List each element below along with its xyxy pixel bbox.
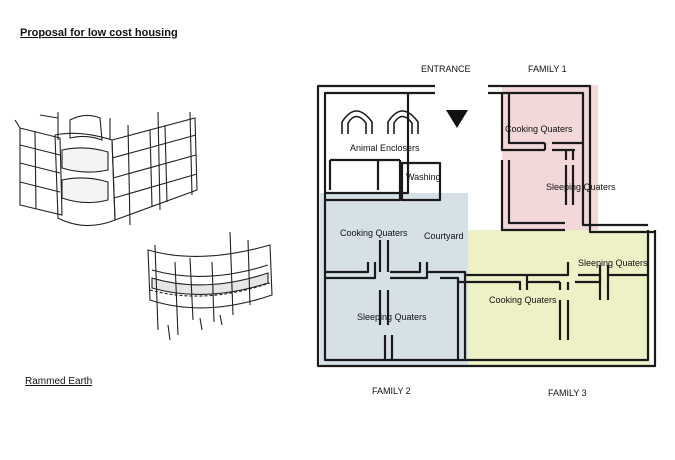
room-family-2-cooking: Cooking Quaters [340,228,408,238]
room-washing: Washing [406,172,441,182]
rammed-earth-sketch-corner [14,111,198,227]
entrance-arrow-icon [446,110,468,128]
room-animal-enclosers: Animal Enclosers [350,143,420,153]
room-family-3-sleeping: Sleeping Quaters [578,258,648,268]
room-family-1-sleeping: Sleeping Quaters [546,182,616,192]
animal-arches [341,110,419,134]
sheet-title: Proposal for low cost housing [20,27,178,39]
rammed-earth-sketch-curved [147,231,273,341]
room-courtyard: Courtyard [424,231,464,241]
family-3-label: FAMILY 3 [548,388,587,398]
room-family-2-sleeping: Sleeping Quaters [357,312,427,322]
entrance-label: ENTRANCE [421,64,471,74]
family-3-zone [468,230,650,365]
sketch-caption: Rammed Earth [25,376,93,387]
family-2-label: FAMILY 2 [372,386,411,396]
family-1-label: FAMILY 1 [528,64,567,74]
floor-plan [316,84,657,368]
room-family-1-cooking: Cooking Quaters [505,124,573,134]
room-family-3-cooking: Cooking Quaters [489,295,557,305]
